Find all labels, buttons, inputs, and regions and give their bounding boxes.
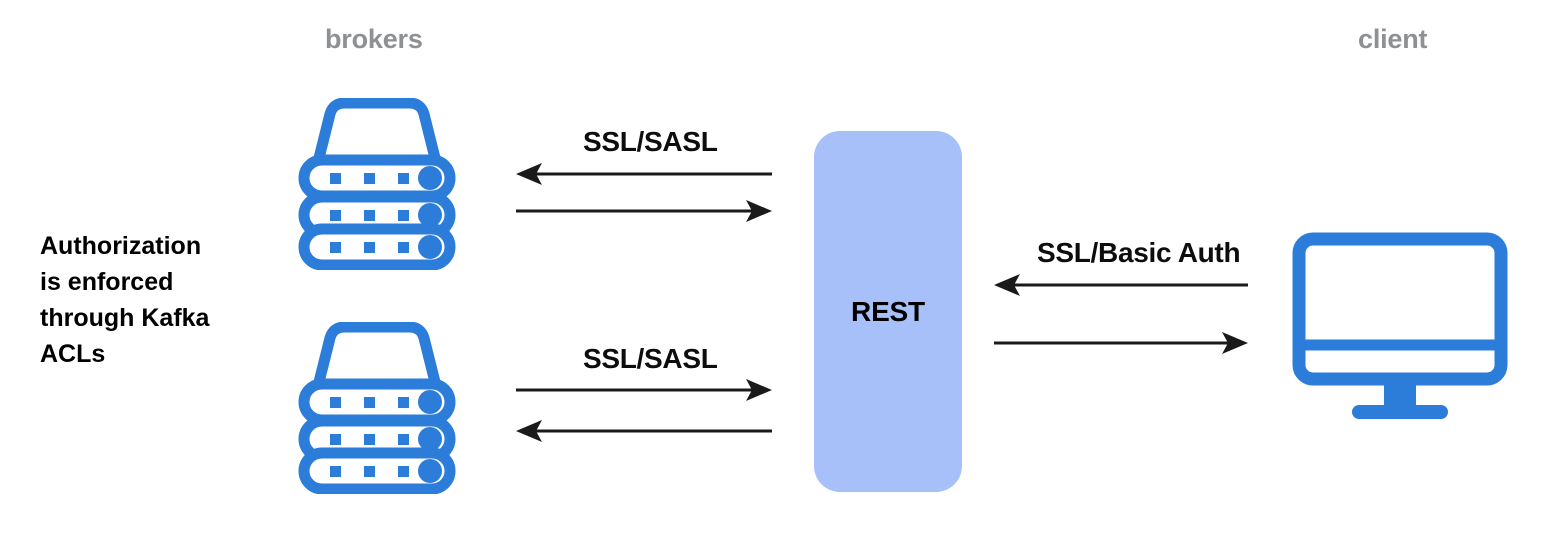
broker-stack-top bbox=[292, 98, 462, 270]
arrow-rest-to-brokers-top bbox=[510, 162, 778, 186]
client-monitor bbox=[1292, 232, 1508, 424]
arrow-brokers-bottom-to-rest bbox=[510, 378, 778, 402]
server-stack-icon bbox=[298, 322, 456, 494]
monitor-icon bbox=[1292, 232, 1508, 419]
arrow-brokers-top-to-rest bbox=[510, 199, 778, 223]
arrow-client-to-rest bbox=[988, 273, 1256, 297]
rest-proxy-node[interactable]: REST bbox=[814, 131, 962, 492]
arrow-rest-to-client bbox=[988, 331, 1256, 355]
note-line-2: is enforced bbox=[40, 268, 174, 296]
edge-label-rest-client: SSL/Basic Auth bbox=[1037, 237, 1241, 268]
server-stack-icon bbox=[298, 98, 456, 270]
broker-stack-bottom bbox=[292, 322, 462, 494]
client-group-label: client bbox=[1358, 24, 1428, 54]
edge-label-brokers-bottom: SSL/SASL bbox=[583, 343, 718, 374]
note-line-4: ACLs bbox=[40, 340, 106, 368]
rest-proxy-label: REST bbox=[851, 295, 925, 327]
edge-label-brokers-top: SSL/SASL bbox=[583, 126, 718, 157]
arrow-rest-to-brokers-bottom bbox=[510, 419, 778, 443]
authorization-note: Authorization is enforced through Kafka … bbox=[40, 228, 270, 372]
note-line-3: through Kafka bbox=[40, 304, 210, 332]
brokers-group-label: brokers bbox=[325, 24, 423, 54]
note-line-1: Authorization bbox=[40, 232, 202, 260]
